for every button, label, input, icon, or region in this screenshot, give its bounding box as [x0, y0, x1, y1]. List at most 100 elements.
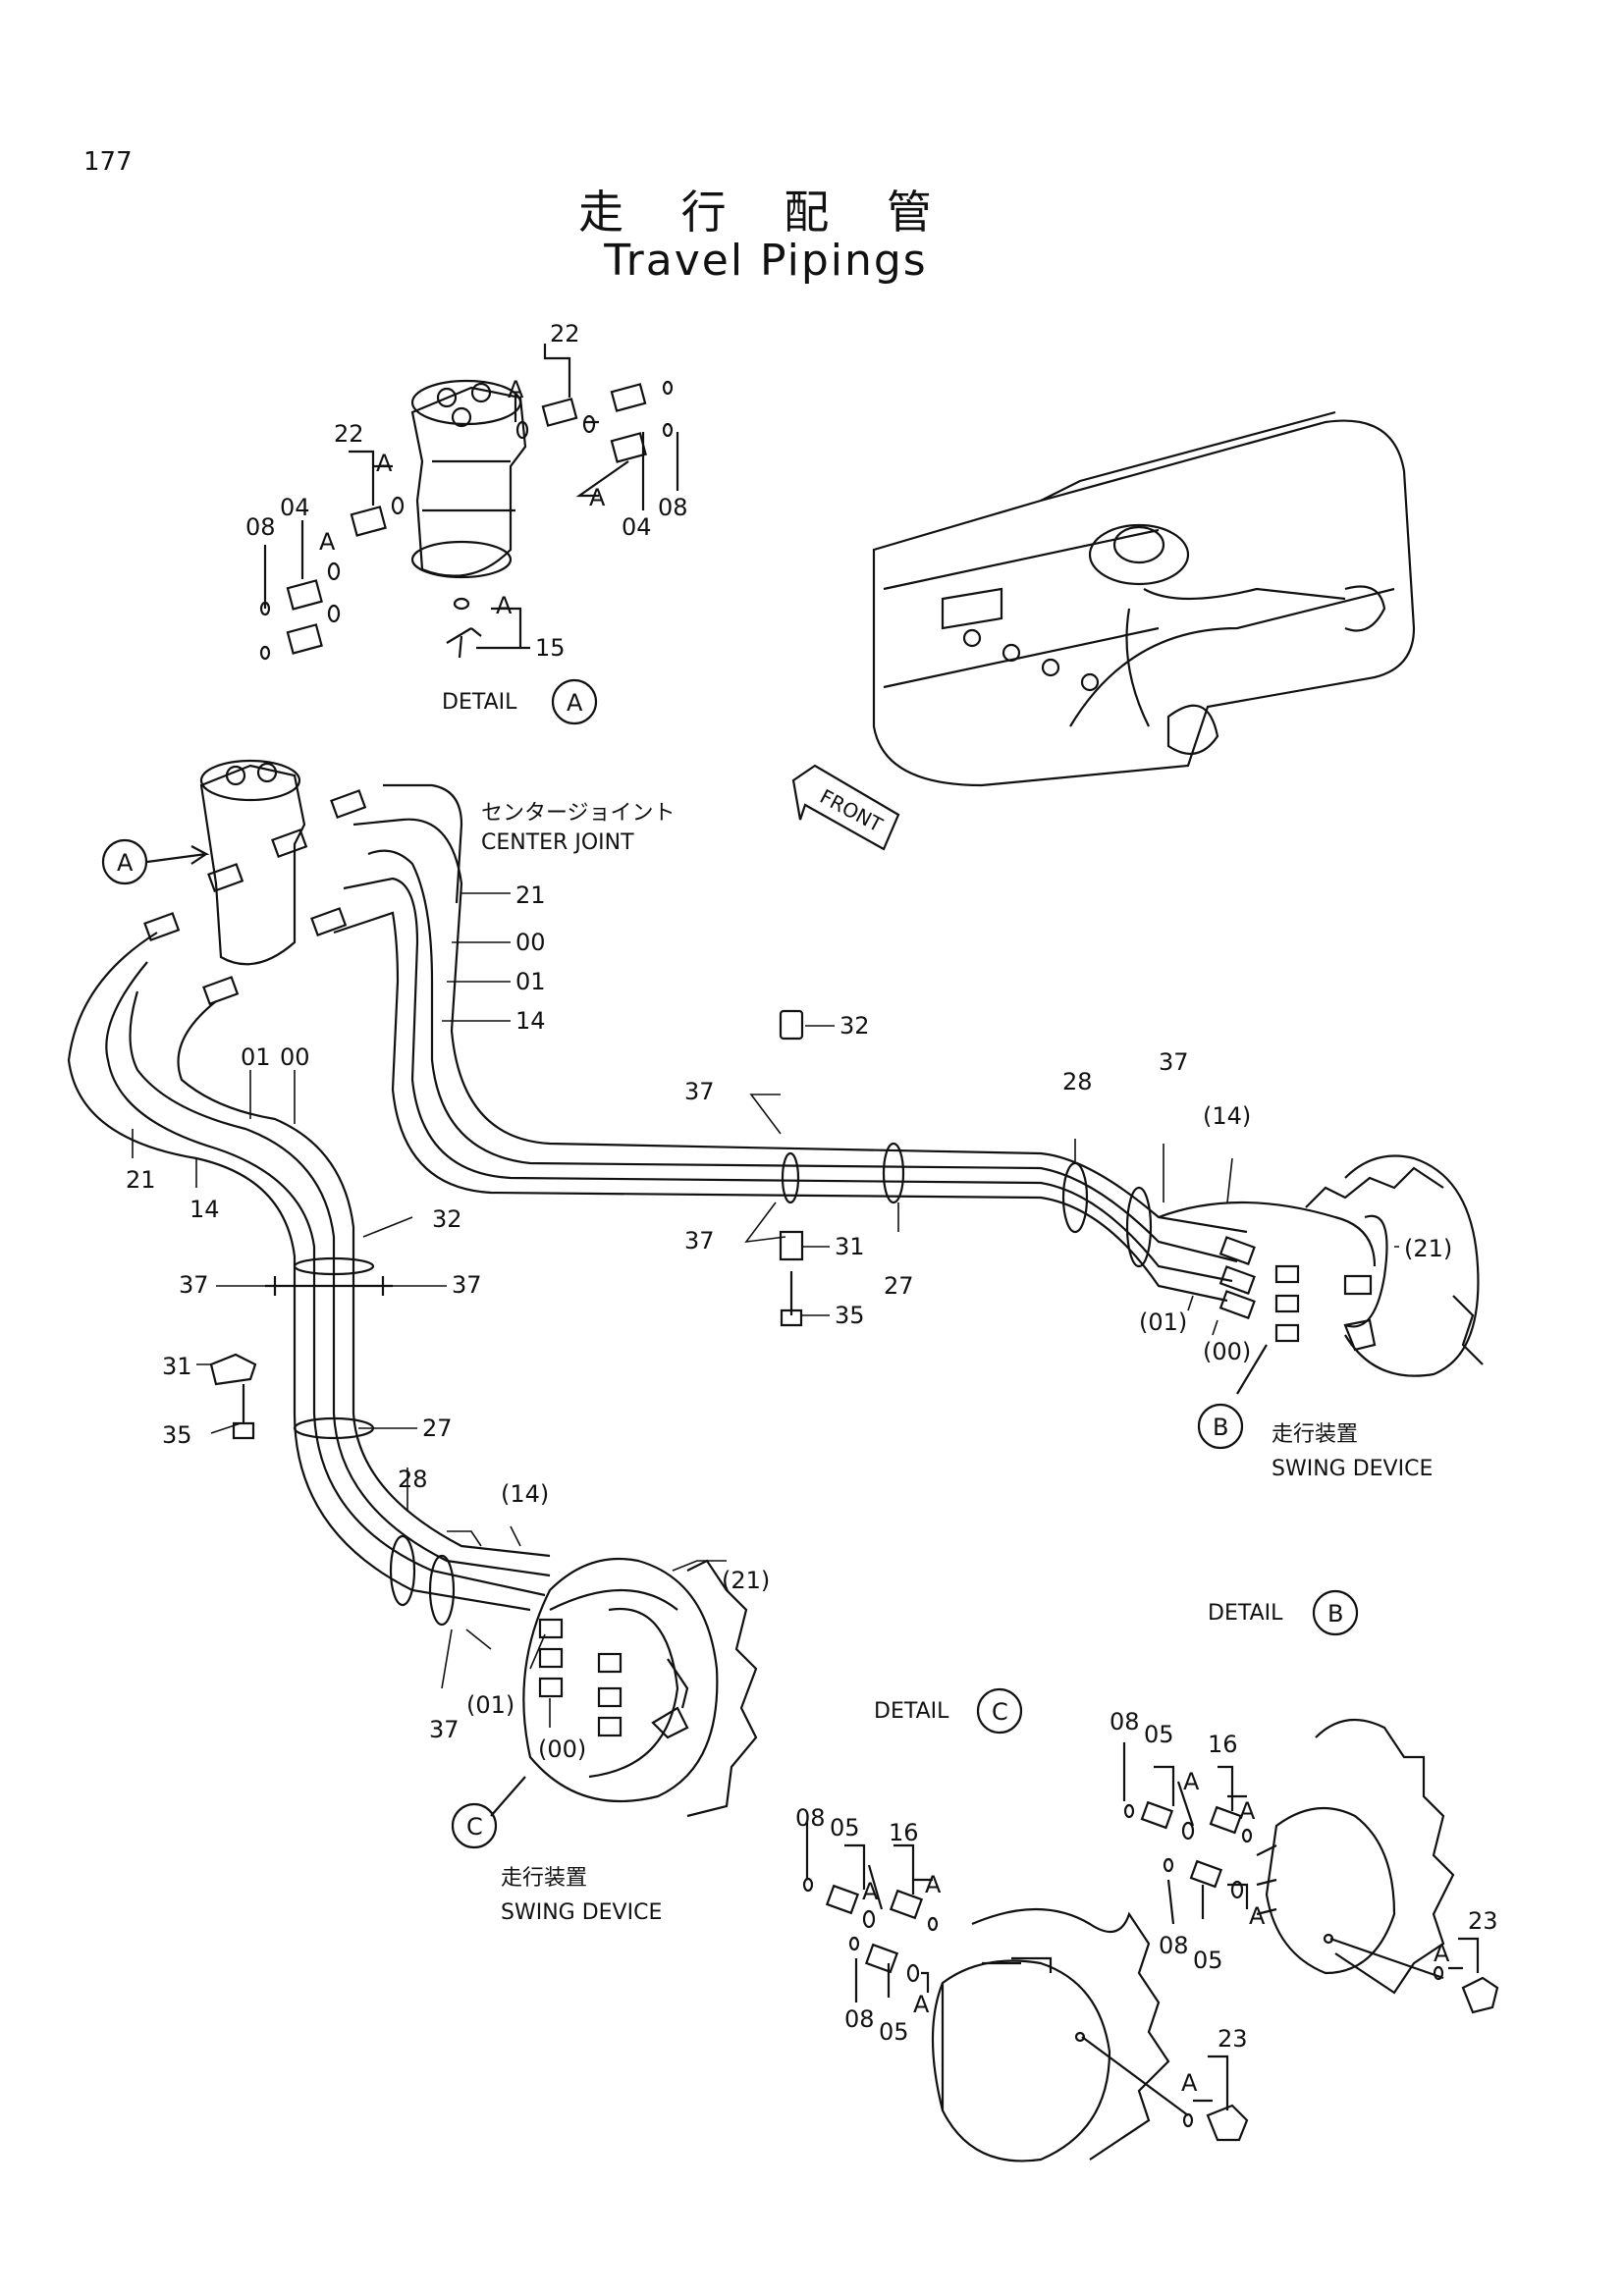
label-32-right: 32 [839, 1012, 870, 1040]
page-number: 177 [83, 147, 133, 177]
label-01p-left: (01) [466, 1691, 514, 1719]
callout-a-circle [101, 838, 148, 885]
callout-c-circle [451, 1802, 498, 1849]
label-a-3: A [319, 528, 336, 556]
label-37-left-b: 37 [452, 1271, 482, 1299]
label-05-dc-2: 05 [879, 2018, 909, 2046]
label-08-dc-2: 08 [844, 2005, 875, 2033]
callout-a-arrow [146, 845, 210, 865]
label-05-dc-1: 05 [830, 1814, 860, 1842]
label-27-left: 27 [422, 1415, 453, 1442]
callout-b-letter: B [1213, 1414, 1228, 1441]
label-a-dc-4: A [1181, 2069, 1198, 2097]
label-21p-right: (21) [1404, 1235, 1452, 1262]
label-a-dc-1: A [862, 1878, 879, 1905]
swing-device-b-en: SWING DEVICE [1272, 1457, 1433, 1481]
front-arrow [791, 764, 900, 851]
label-a-2: A [376, 450, 393, 477]
label-01-left: 01 [241, 1043, 271, 1071]
title-japanese: 走 行 配 管 [578, 186, 953, 239]
label-05-db-1: 05 [1144, 1721, 1174, 1748]
label-08-left: 08 [245, 513, 276, 541]
label-00-left: 00 [280, 1043, 310, 1071]
label-21p-left: (21) [722, 1567, 770, 1594]
callout-c-letter: C [466, 1813, 483, 1841]
label-15: 15 [535, 634, 566, 662]
swing-device-b-jp: 走行装置 [1272, 1422, 1358, 1447]
swing-device-c-jp: 走行装置 [501, 1866, 587, 1891]
detail-b-drawing [1122, 1718, 1499, 2014]
label-14p-left: (14) [501, 1480, 549, 1508]
label-08-right: 08 [658, 494, 688, 521]
label-27-right: 27 [884, 1272, 914, 1300]
label-31-left: 31 [162, 1353, 192, 1380]
label-04-right: 04 [622, 513, 652, 541]
label-a-db-1: A [1183, 1768, 1200, 1795]
detail-a-assembly [259, 344, 679, 661]
machine-overview [872, 410, 1416, 787]
title-english: Travel Pipings [604, 236, 928, 286]
detail-c-drawing [802, 1821, 1249, 2163]
label-00p-right: (00) [1203, 1338, 1251, 1365]
label-37-right-a: 37 [684, 1078, 715, 1105]
label-37-left-a: 37 [179, 1271, 209, 1299]
detail-b-circle [1312, 1589, 1359, 1636]
label-a-4: A [589, 484, 606, 511]
label-a-db-3: A [1249, 1902, 1266, 1930]
detail-c-prefix: DETAIL [874, 1699, 949, 1724]
label-31-right: 31 [835, 1233, 865, 1260]
label-a-5: A [496, 592, 513, 619]
main-piping [67, 759, 1248, 1627]
label-37-right-c: 37 [1159, 1048, 1189, 1076]
label-08-dc-1: 08 [795, 1804, 826, 1832]
detail-c-letter: C [992, 1698, 1008, 1726]
label-a-db-4: A [1434, 1940, 1450, 1967]
label-23-dc: 23 [1218, 2025, 1248, 2053]
swing-device-b [1158, 1154, 1484, 1395]
label-00-top: 00 [515, 929, 546, 956]
label-01p-right: (01) [1139, 1308, 1187, 1336]
label-35-right: 35 [835, 1302, 865, 1329]
label-14p-right: (14) [1203, 1102, 1251, 1130]
label-14-left: 14 [189, 1196, 220, 1223]
label-05-db-2: 05 [1193, 1947, 1223, 1974]
label-16-db: 16 [1208, 1731, 1238, 1758]
label-37-right-b: 37 [684, 1227, 715, 1255]
label-21-top: 21 [515, 881, 546, 909]
label-00p-left: (00) [538, 1735, 586, 1763]
callout-b-circle [1197, 1403, 1244, 1450]
label-01-top: 01 [515, 968, 546, 995]
label-a-1: A [508, 376, 524, 403]
front-label: FRONT [816, 784, 887, 837]
main-leaders [132, 892, 1399, 1728]
label-a-db-2: A [1239, 1797, 1256, 1825]
detail-b-prefix: DETAIL [1208, 1601, 1283, 1626]
swing-device-c [490, 1557, 758, 1818]
label-32-left: 32 [432, 1205, 462, 1233]
swing-device-c-en: SWING DEVICE [501, 1900, 662, 1925]
detail-a-letter: A [567, 689, 583, 717]
label-23-db: 23 [1468, 1907, 1498, 1935]
label-28-left: 28 [398, 1466, 428, 1493]
label-14-top: 14 [515, 1007, 546, 1035]
label-22-left: 22 [334, 420, 364, 448]
label-37-bottom: 37 [429, 1716, 460, 1743]
label-22-top: 22 [550, 320, 580, 347]
label-35-left: 35 [162, 1421, 192, 1449]
label-08-db-1: 08 [1110, 1708, 1140, 1735]
callout-a-letter: A [117, 849, 134, 877]
label-a-dc-3: A [913, 1991, 930, 2018]
label-08-db-2: 08 [1159, 1932, 1189, 1959]
label-21-left: 21 [126, 1166, 156, 1194]
label-04-left: 04 [280, 494, 310, 521]
detail-b-letter: B [1327, 1600, 1343, 1628]
label-a-dc-2: A [925, 1871, 942, 1898]
center-joint-jp: センタージョイント [481, 801, 676, 826]
detail-c-circle [976, 1687, 1023, 1735]
detail-a-prefix: DETAIL [442, 690, 517, 715]
label-28-right: 28 [1062, 1068, 1093, 1095]
center-joint-en: CENTER JOINT [481, 830, 634, 855]
detail-a-circle [551, 678, 598, 725]
label-16-dc: 16 [889, 1819, 919, 1846]
